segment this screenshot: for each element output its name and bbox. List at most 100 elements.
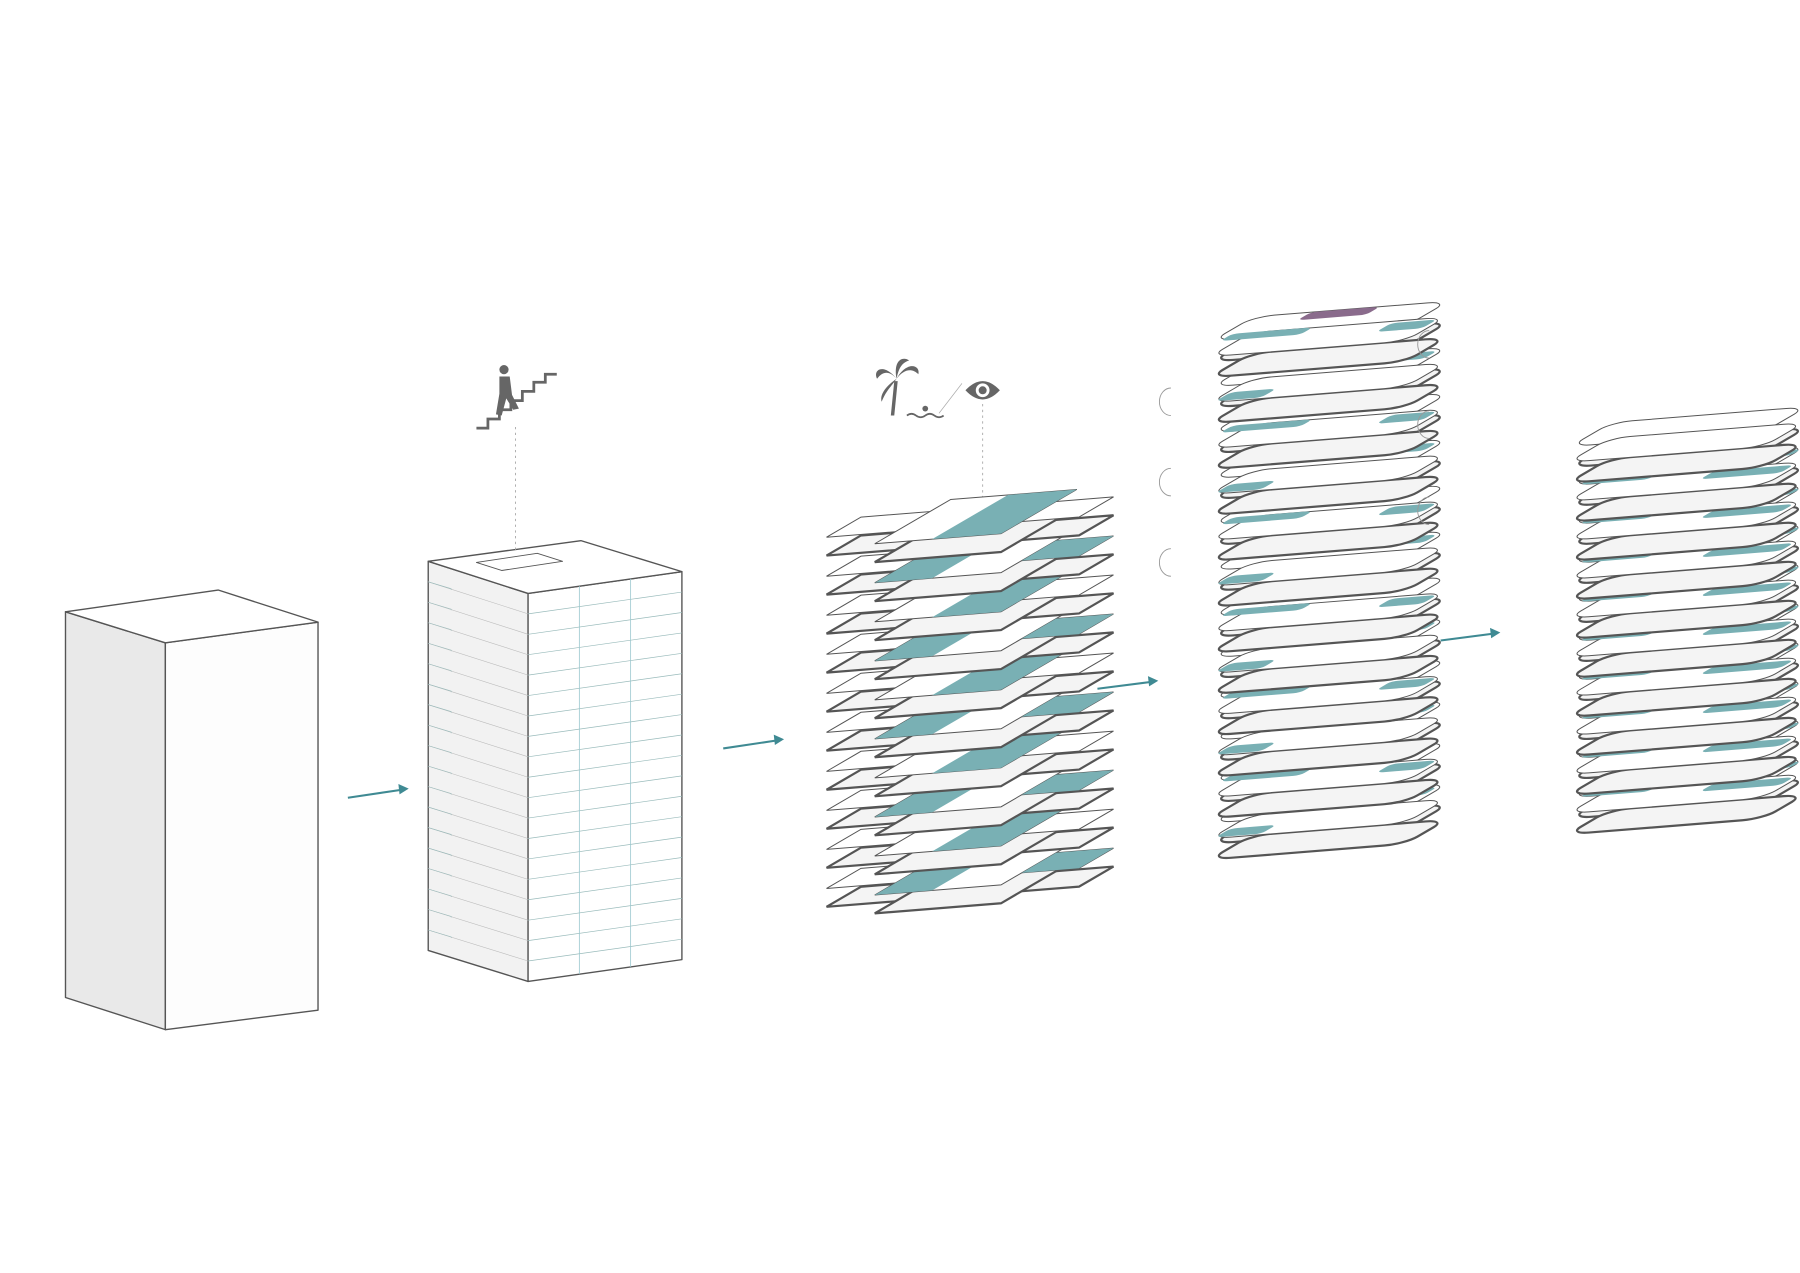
terrace-patch: [1379, 760, 1435, 773]
terrace-patch: [1379, 411, 1435, 424]
floor-slab: [806, 563, 1134, 646]
slab-top: [806, 797, 1134, 861]
slab-top-part: [1210, 501, 1446, 541]
rotation-arrow-icon: [1417, 330, 1430, 359]
rotation-arrow-icon: [1158, 548, 1171, 577]
arrow-icon: [1440, 627, 1501, 642]
terrace-patch: [1218, 480, 1274, 493]
floor-line: [528, 836, 682, 860]
floor-line: [528, 673, 682, 696]
floor-line: [528, 632, 682, 656]
floor-slab: [806, 485, 1134, 568]
rotation-arrow-icon: [1417, 410, 1430, 439]
floor-line: [528, 877, 682, 901]
terrace-patch: [1218, 389, 1274, 401]
slab-top-part: [1210, 363, 1446, 403]
balcony-notch: [428, 827, 452, 836]
balcony-notch: [428, 847, 452, 857]
terrace-patch: [1223, 685, 1310, 699]
floor-line: [528, 612, 682, 635]
terrace-patch: [1379, 503, 1435, 516]
slab-top: [806, 719, 1134, 783]
arrow-icon: [723, 734, 785, 750]
slab-top: [806, 602, 1134, 666]
balcony-notch: [428, 806, 452, 816]
terrace-patch: [1021, 848, 1114, 873]
terrace-patch: [1379, 595, 1435, 607]
floor-line: [428, 581, 529, 615]
balcony-notch: [428, 929, 452, 939]
terrace-patch: [1223, 419, 1310, 433]
balcony-notch: [428, 663, 452, 672]
block2-left-face: [427, 560, 529, 983]
volume-right-face: [164, 621, 319, 1031]
shifted-floors-tower: [806, 485, 1134, 919]
floor-slab: [806, 680, 1134, 763]
progression-arrows: [347, 627, 1501, 799]
rotation-arrow-icon: [1158, 387, 1171, 416]
terrace-patch: [1223, 511, 1310, 525]
final-tower: [1539, 405, 1800, 837]
floor-line: [528, 693, 682, 717]
floor-line: [428, 622, 529, 655]
palm-beach-icon: [876, 358, 963, 419]
rounded-exploded-tower: [1158, 299, 1477, 862]
terrace-patch: [1379, 678, 1435, 690]
terrace-patch: [1702, 777, 1791, 792]
floor-slab: [806, 797, 1134, 880]
stairs-climber-icon: [476, 365, 557, 551]
floor-line: [428, 602, 529, 635]
terrace-patch: [932, 489, 1077, 540]
floor-line: [428, 642, 529, 676]
terrace-patch: [1702, 543, 1791, 557]
slab-top-part: [1210, 409, 1446, 449]
arrow-icon: [1097, 676, 1159, 690]
terrace-patch: [1702, 582, 1791, 596]
terrace-patch: [1379, 319, 1435, 332]
terrace-patch: [1218, 742, 1274, 755]
terrace-patch: [1021, 535, 1114, 561]
balcony-notch: [428, 581, 452, 590]
balcony-notch: [428, 642, 452, 652]
terrace-patch: [1702, 738, 1791, 753]
floor-line: [528, 938, 682, 962]
balcony-notch: [428, 868, 452, 877]
eye-icon: [965, 381, 1000, 515]
terrace-patch: [1702, 660, 1791, 675]
floor-slab: [806, 836, 1134, 919]
balcony-notch: [428, 786, 452, 795]
floor-line: [528, 775, 682, 798]
terrace-patch: [1218, 825, 1274, 837]
terrace-patch: [1223, 603, 1310, 616]
floor-line: [528, 591, 682, 615]
block2-top-face: [427, 539, 683, 595]
balcony-notch: [428, 888, 452, 898]
volume-left-face: [64, 611, 167, 1031]
terrace-patch: [932, 723, 1077, 774]
floor-slab: [1539, 405, 1800, 486]
base-volume: [64, 589, 319, 1031]
floor-line: [528, 652, 682, 676]
terrace-patch: [1223, 327, 1310, 341]
terrace-patch: [932, 567, 1077, 618]
volume-top-face: [64, 589, 319, 644]
floor-line: [528, 857, 682, 880]
balcony-notch: [428, 704, 452, 713]
slab-top-part: [1210, 547, 1446, 587]
terrace-patch: [1702, 504, 1791, 518]
rotation-arrow-icon: [1158, 467, 1171, 497]
floor-line: [528, 898, 682, 921]
floor-slab: [1181, 299, 1477, 380]
arrow-icon: [347, 784, 409, 799]
slab-top: [806, 641, 1134, 705]
terrace-patch: [1300, 307, 1377, 320]
slab-top: [806, 758, 1134, 822]
floor-line: [528, 714, 682, 737]
terrace-patch: [1218, 572, 1274, 585]
terrace-patch: [1223, 768, 1310, 782]
floor-line: [528, 734, 682, 758]
floor-line: [428, 663, 529, 696]
block2-right-face: [527, 570, 683, 983]
terrace-patch: [932, 645, 1077, 696]
